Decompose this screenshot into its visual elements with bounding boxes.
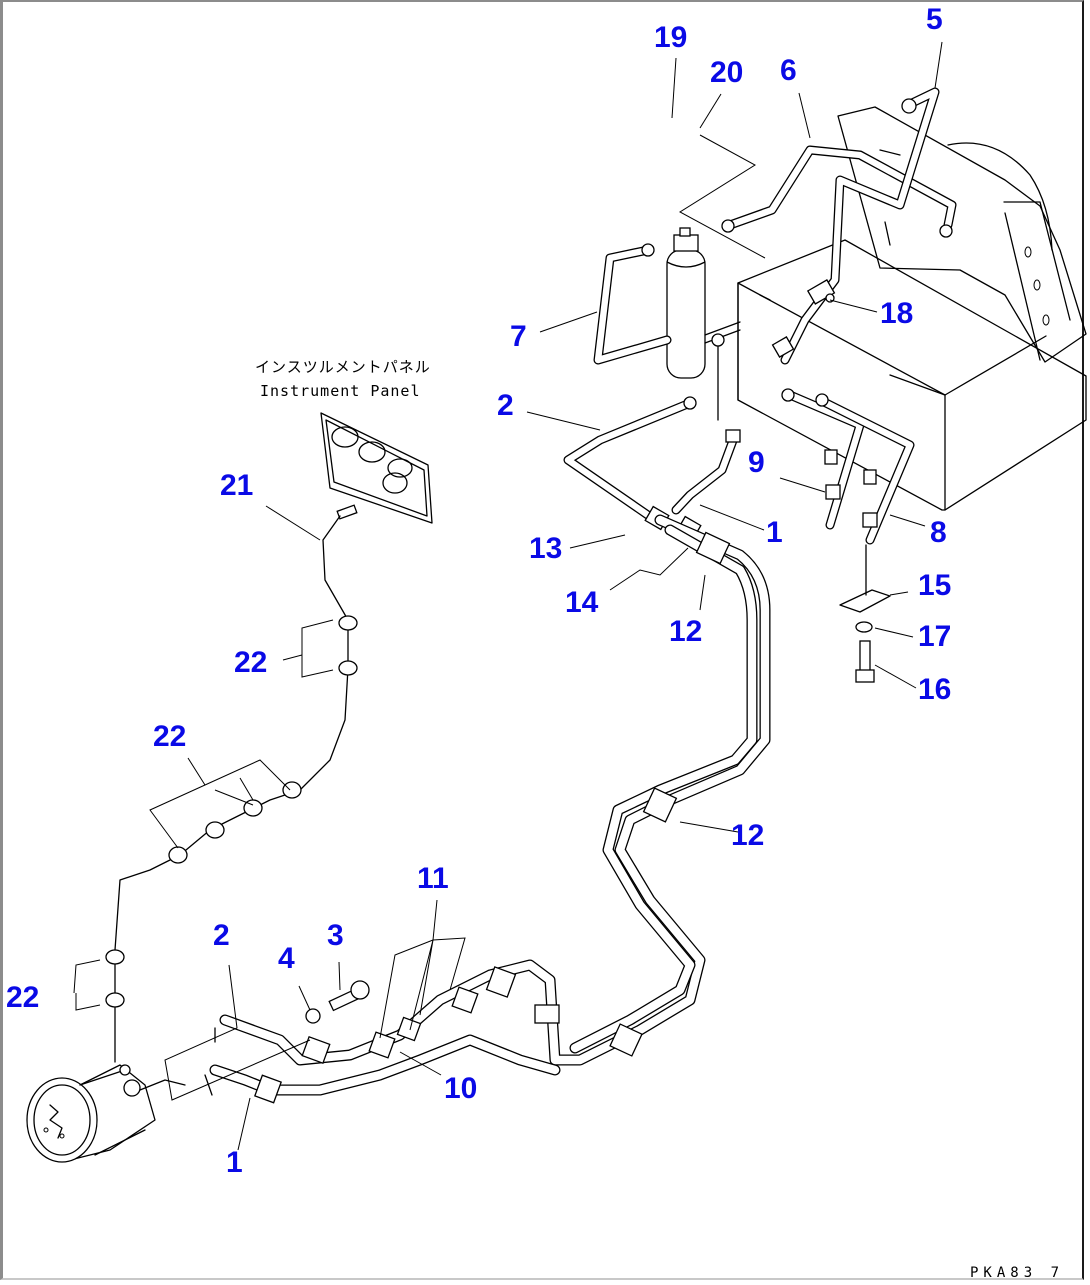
callout-12-lower: 12 <box>731 819 764 852</box>
callout-10: 10 <box>444 1072 477 1105</box>
pipe-6 <box>721 145 957 238</box>
callout-22-lower: 22 <box>6 981 39 1014</box>
callout-15: 15 <box>918 569 951 602</box>
pipe-5 <box>771 87 940 365</box>
callout-16: 16 <box>918 673 951 706</box>
hose-assembly-upper <box>563 396 741 541</box>
callout-2-lower: 2 <box>213 919 230 952</box>
bolt-3-washer-4 <box>305 980 370 1024</box>
wiring-harness <box>105 504 358 1008</box>
callout-20: 20 <box>710 56 743 89</box>
callout-22-middle: 22 <box>153 720 186 753</box>
callout-14: 14 <box>565 586 599 619</box>
hose-assembly-main <box>204 514 771 1104</box>
callout-3: 3 <box>327 919 344 952</box>
pipe-8-9 <box>781 388 915 545</box>
callout-18: 18 <box>880 297 913 330</box>
bolt-16-washer-17-clip-15 <box>839 544 891 683</box>
callout-11: 11 <box>417 862 449 895</box>
callout-1-upper: 1 <box>766 516 783 549</box>
callout-5: 5 <box>926 3 943 36</box>
instrument-panel-label-en: Instrument Panel <box>260 382 421 400</box>
callout-22-upper: 22 <box>234 646 267 679</box>
callout-19: 19 <box>654 21 687 54</box>
compressor <box>26 997 186 1163</box>
callout-8: 8 <box>930 516 947 549</box>
callout-17: 17 <box>918 620 951 653</box>
callout-7: 7 <box>510 320 527 353</box>
callout-13: 13 <box>529 532 562 565</box>
callout-9: 9 <box>748 446 765 479</box>
instrument-panel-label-jp: インスツルメントパネル <box>255 358 431 376</box>
callout-labels: 19 20 6 5 18 7 2 9 1 8 13 14 12 15 17 16… <box>6 3 951 1179</box>
callout-4: 4 <box>278 942 295 975</box>
callout-2-upper: 2 <box>497 389 514 422</box>
instrument-panel <box>320 412 433 524</box>
callout-12-upper: 12 <box>669 615 702 648</box>
receiver-drier <box>666 227 706 379</box>
leader-lines <box>73 41 943 1151</box>
drawing-code: PKA83 7 <box>970 1265 1064 1281</box>
callout-6: 6 <box>780 54 797 87</box>
callout-1-lower: 1 <box>226 1146 243 1179</box>
callout-21: 21 <box>220 469 253 502</box>
pipe-7 <box>593 243 741 421</box>
